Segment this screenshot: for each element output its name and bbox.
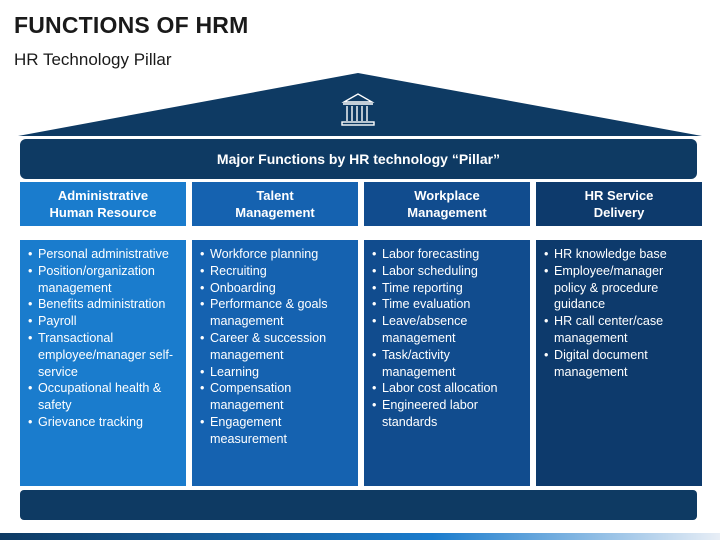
column-body: Personal administrative Position/organiz…	[20, 240, 186, 486]
list-item: Labor forecasting	[372, 246, 524, 263]
list-item: Recruiting	[200, 263, 352, 280]
pillar-column-administrative: Administrative Human Resource Personal a…	[20, 182, 186, 486]
list-item: HR knowledge base	[544, 246, 696, 263]
column-heading: HR Service Delivery	[536, 182, 702, 226]
list-item: Career & succession management	[200, 330, 352, 364]
list-item: Engineered labor standards	[372, 397, 524, 431]
column-heading-line1: Workplace	[414, 188, 480, 203]
function-list: HR knowledge base Employee/manager polic…	[536, 240, 702, 380]
function-list: Workforce planning Recruiting Onboarding…	[192, 240, 358, 448]
column-heading-line1: Talent	[256, 188, 294, 203]
list-item: Personal administrative	[28, 246, 180, 263]
page-subtitle: HR Technology Pillar	[14, 50, 172, 69]
list-item: Performance & goals management	[200, 296, 352, 330]
column-heading-line2: Management	[407, 205, 487, 220]
function-list: Personal administrative Position/organiz…	[20, 240, 186, 431]
building-columns-icon	[341, 93, 375, 126]
list-item: Time reporting	[372, 280, 524, 297]
list-item: Grievance tracking	[28, 414, 180, 431]
list-item: Task/activity management	[372, 347, 524, 381]
column-body: Workforce planning Recruiting Onboarding…	[192, 240, 358, 486]
list-item: Engagement measurement	[200, 414, 352, 448]
list-item: Payroll	[28, 313, 180, 330]
list-item: Employee/manager policy & procedure guid…	[544, 263, 696, 313]
list-item: Time evaluation	[372, 296, 524, 313]
pillar-base	[20, 490, 697, 520]
column-heading: Administrative Human Resource	[20, 182, 186, 226]
list-item: Learning	[200, 364, 352, 381]
list-item: Position/organization management	[28, 263, 180, 297]
list-item: Transactional employee/manager self-serv…	[28, 330, 180, 380]
pillar-column-workplace: Workplace Management Labor forecasting L…	[364, 182, 530, 486]
list-item: Leave/absence management	[372, 313, 524, 347]
list-item: Benefits administration	[28, 296, 180, 313]
banner: Major Functions by HR technology “Pillar…	[20, 139, 697, 179]
list-item: Digital document management	[544, 347, 696, 381]
list-item: Workforce planning	[200, 246, 352, 263]
column-body: HR knowledge base Employee/manager polic…	[536, 240, 702, 486]
list-item: Onboarding	[200, 280, 352, 297]
page-title: FUNCTIONS OF HRM	[14, 12, 249, 38]
column-body: Labor forecasting Labor scheduling Time …	[364, 240, 530, 486]
banner-label: Major Functions by HR technology “Pillar…	[216, 151, 501, 167]
pillar-column-service-delivery: HR Service Delivery HR knowledge base Em…	[536, 182, 702, 486]
column-heading: Talent Management	[192, 182, 358, 226]
list-item: Occupational health & safety	[28, 380, 180, 414]
column-heading: Workplace Management	[364, 182, 530, 226]
footer-strip	[0, 533, 720, 540]
column-heading-line2: Delivery	[593, 205, 645, 220]
column-heading-line2: Management	[235, 205, 315, 220]
column-heading-line1: HR Service	[584, 188, 654, 203]
pillar-roof	[18, 73, 702, 136]
column-heading-line2: Human Resource	[49, 205, 157, 220]
pillar-column-talent: Talent Management Workforce planning Rec…	[192, 182, 358, 486]
list-item: Compensation management	[200, 380, 352, 414]
list-item: Labor cost allocation	[372, 380, 524, 397]
list-item: Labor scheduling	[372, 263, 524, 280]
list-item: HR call center/case management	[544, 313, 696, 347]
function-list: Labor forecasting Labor scheduling Time …	[364, 240, 530, 431]
column-heading-line1: Administrative	[57, 188, 149, 203]
